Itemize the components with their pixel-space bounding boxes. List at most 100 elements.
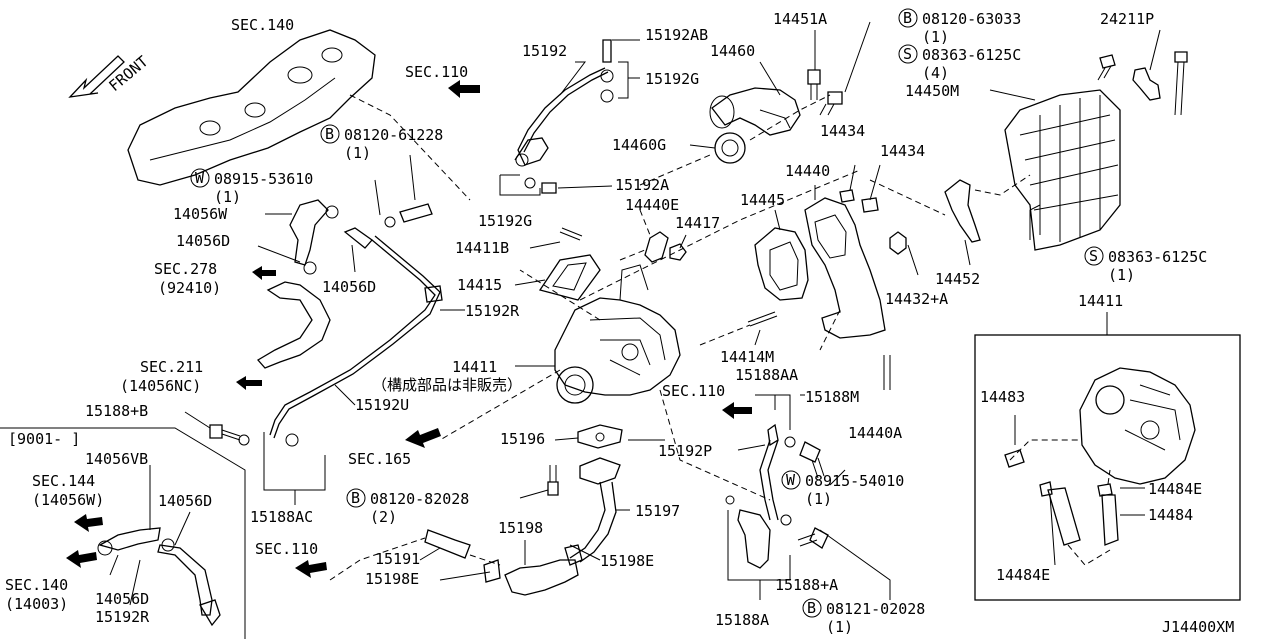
turbo-outlet-elbow-part [709,87,801,136]
label-15188M: 15188M [805,388,859,406]
label-sec140-low-sub: (14003) [5,595,68,613]
gasket-15196-part [577,424,623,449]
label-qty-1-c: (1) [214,188,241,206]
water-hose-15198-part [483,544,583,596]
water-pipe-15192P-part [737,423,779,569]
label-14434-b: 14434 [880,142,925,160]
inset-divider-line [0,427,246,639]
label-sec140-top: SEC.140 [231,16,294,34]
label-sec278: SEC.278 [154,260,217,278]
label-14056VB: 14056VB [85,450,148,468]
label-sec211-sub: (14056NC) [120,377,201,395]
label-08121-02028: 08121-02028 [826,600,925,618]
label-14056D-d: 14056D [95,590,149,608]
label-14056W: 14056W [173,205,228,223]
label-14484E-a: 14484E [1148,480,1202,498]
label-15192R-mid: 15192R [465,302,520,320]
circle-W-icon: W [781,470,801,490]
label-14451A: 14451A [773,10,827,28]
label-14056D-c: 14056D [158,492,212,510]
label-14432A: 14432+A [885,290,948,308]
turbocharger-assembly-part [554,264,681,404]
label-08120-82028: 08120-82028 [370,490,469,508]
circle-W-icon: W [190,168,210,188]
label-qty-4: (4) [922,64,949,82]
label-14440E: 14440E [625,196,679,214]
label-14483: 14483 [980,388,1025,406]
front-arrow-icon [68,55,125,98]
label-15192A: 15192A [615,176,669,194]
label-15192G-top: 15192G [645,70,699,88]
bolt-icon [547,465,559,496]
label-15192U: 15192U [355,396,409,414]
label-14460: 14460 [710,42,755,60]
label-sec140-low: SEC.140 [5,576,68,594]
label-14484E-b: 14484E [996,566,1050,584]
connector-15191-part [424,529,471,559]
label-08363-6125C-right: 08363-6125C [1108,248,1207,266]
label-15188AA: 15188AA [735,366,798,384]
diagram-code: J14400XM [1162,618,1234,636]
svg-text:B: B [325,125,334,143]
label-14440A: 14440A [848,424,902,442]
label-sec211: SEC.211 [140,358,203,376]
label-14411B: 14411B [455,239,509,257]
label-14411-mid: 14411 [452,358,497,376]
label-08915-54010: 08915-54010 [805,472,904,490]
circle-B-icon: B [898,8,918,28]
label-15191: 15191 [375,550,420,568]
label-sec165: SEC.165 [348,450,411,468]
label-15192AB: 15192AB [645,26,708,44]
label-15192: 15192 [522,42,567,60]
label-24211P: 24211P [1100,10,1154,28]
svg-text:B: B [903,9,912,27]
water-hose-inset-part [1004,449,1119,546]
label-15188B: 15188+B [85,402,148,420]
water-pipe-14056D-part [256,227,373,369]
sec-arrow-icon [66,80,752,578]
svg-text:S: S [903,45,912,63]
bracket-14440E-part [644,231,687,263]
label-note-jp: （構成部品は非販売） [372,376,522,394]
bolt-icon [807,69,843,116]
oil-feed-pipe-part [514,39,614,194]
label-15197: 15197 [635,502,680,520]
outlet-flange-14440-part [804,197,886,339]
label-08363-6125C-top: 08363-6125C [922,46,1021,64]
label-15196: 15196 [500,430,545,448]
water-hose-14056W-part [289,199,339,275]
circle-B-icon: B [802,598,822,618]
heat-insulator-part [1004,89,1121,251]
turbocharger-inset-part [1079,367,1196,485]
bracket-14452-part [944,179,981,243]
label-qty-2: (2) [370,508,397,526]
label-sec144-sub: (14056W) [32,491,104,509]
gasket-14460G-part [714,132,746,164]
pipe-15197-part [569,457,621,563]
label-qty-1-f: (1) [826,618,853,636]
label-sec278-sub: (92410) [158,279,221,297]
circle-B-icon: B [346,488,366,508]
label-08120-61228: 08120-61228 [344,126,443,144]
label-15188A-plus: 15188+A [775,576,838,594]
circle-B-icon: B [320,124,340,144]
label-qty-1-e: (1) [805,490,832,508]
label-08120-63033: 08120-63033 [922,10,1021,28]
label-14460G: 14460G [612,136,666,154]
gasket-14415-part [538,254,601,301]
label-14484: 14484 [1148,506,1193,524]
label-15198: 15198 [498,519,543,537]
label-14417: 14417 [675,214,720,232]
label-sec110-mid: SEC.110 [662,382,725,400]
water-pipe-inset-part [97,527,221,627]
svg-text:B: B [351,489,360,507]
label-qty-1-d: (1) [1108,266,1135,284]
exhaust-manifold-part [127,29,376,186]
label-14434-a: 14434 [820,122,865,140]
oil-return-pipe-part [269,235,443,447]
label-14411-right: 14411 [1078,292,1123,310]
label-14414M: 14414M [720,348,774,366]
label-15192R-low: 15192R [95,608,150,626]
gasket-14445-part [754,227,809,301]
label-sec110-low: SEC.110 [255,540,318,558]
